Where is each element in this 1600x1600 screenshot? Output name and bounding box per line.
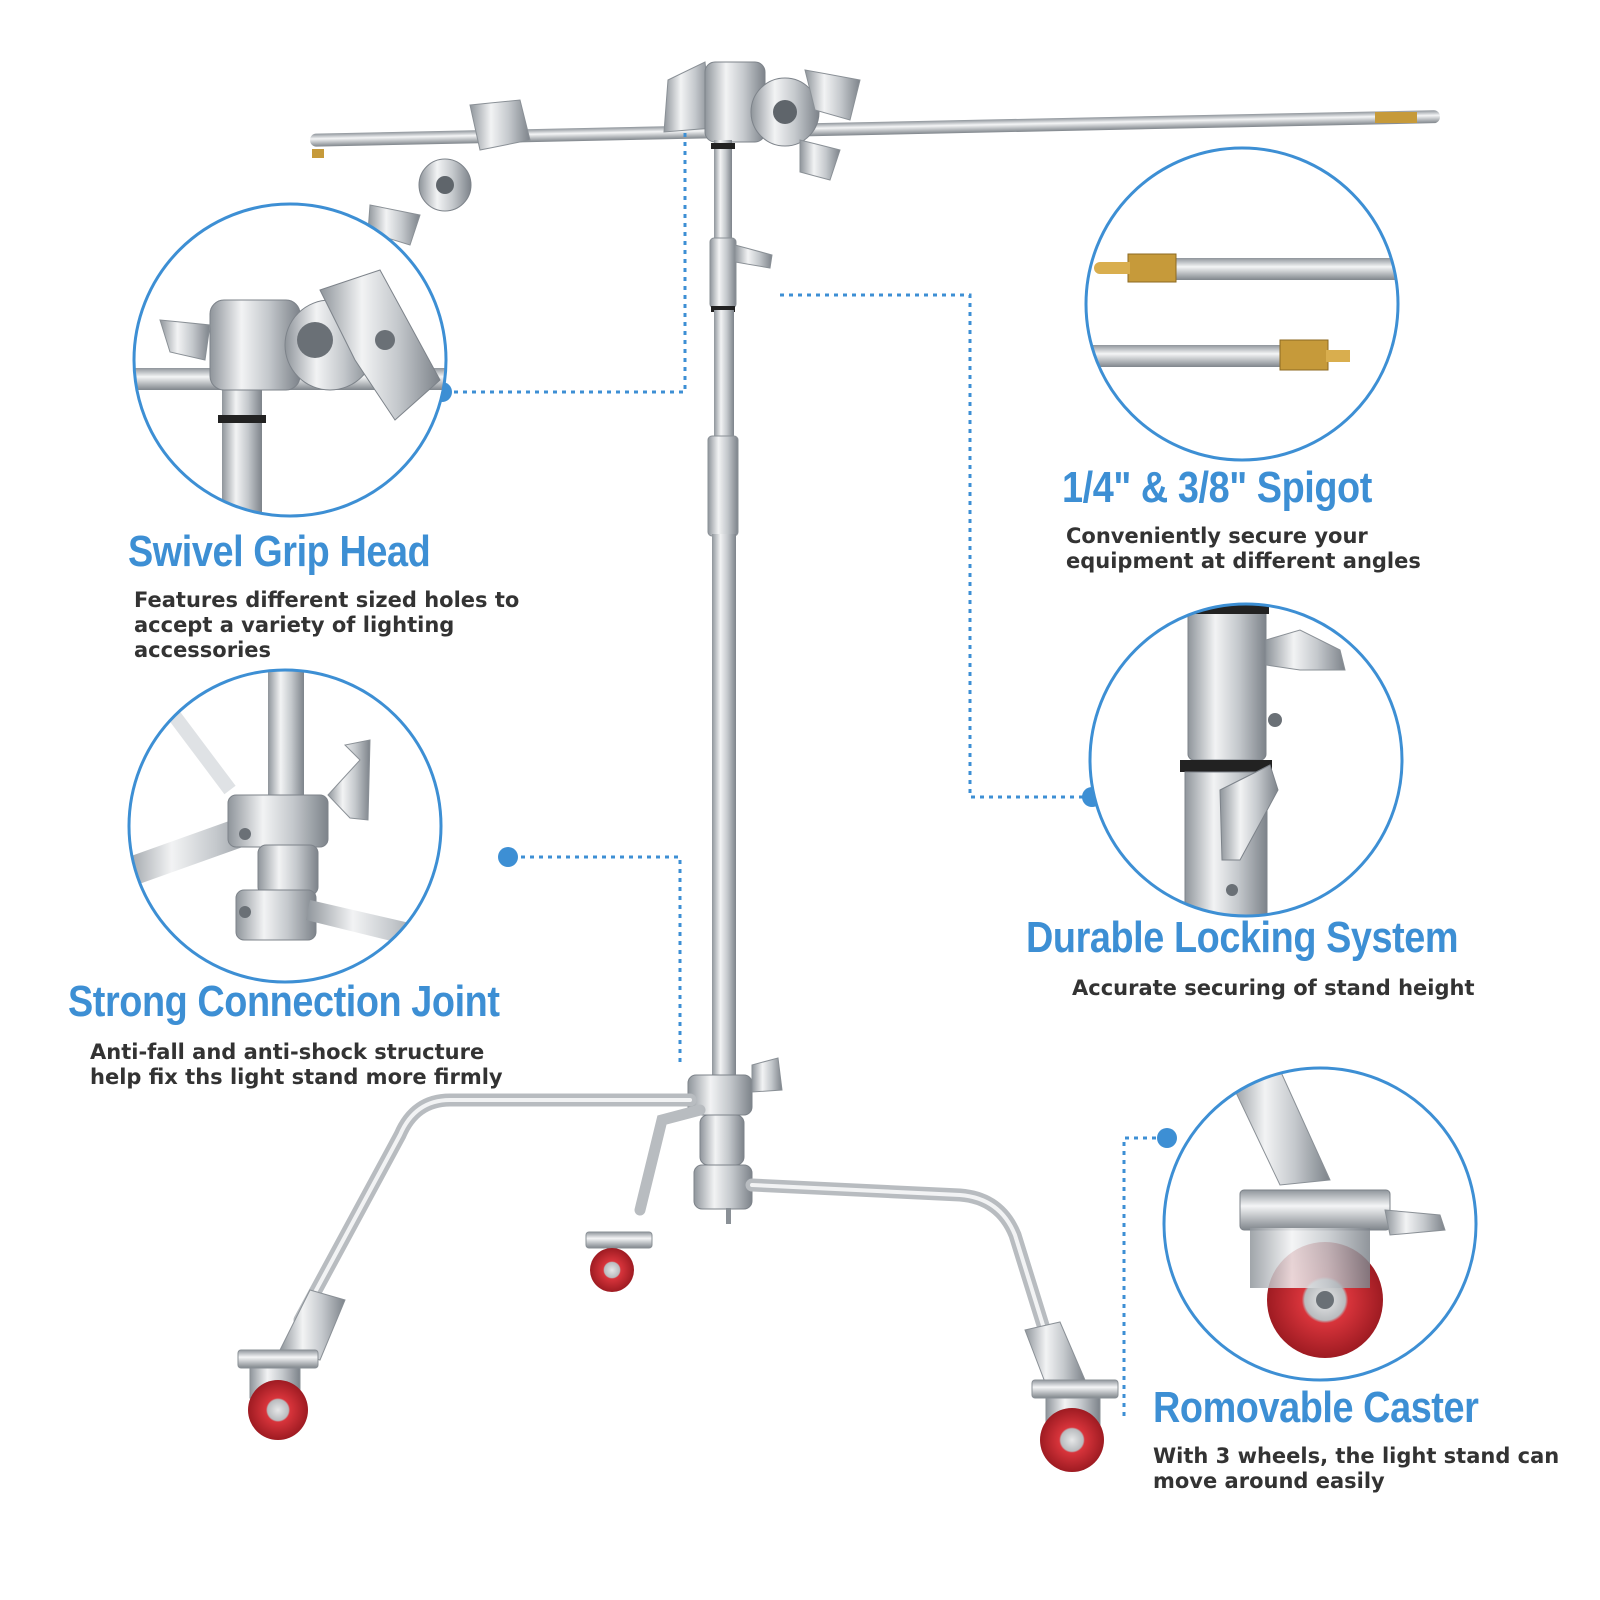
detail-circle-connection-joint <box>127 668 443 984</box>
column-bottom <box>712 534 736 1079</box>
caster-back <box>585 1231 653 1292</box>
detail-circle-spigot <box>1084 146 1400 462</box>
description-line: help fix ths light stand more firmly <box>90 1065 503 1089</box>
feature-strong-connection-joint: Strong Connection Joint Anti-fall and an… <box>68 980 570 1090</box>
feature-title: Durable Locking System <box>1026 913 1459 962</box>
description-line: accessories <box>134 638 272 662</box>
column-middle <box>714 310 734 440</box>
description-line: Anti-fall and anti-shock structure <box>90 1040 485 1064</box>
leg-back <box>634 1104 706 1216</box>
column-top <box>714 140 732 250</box>
grip-head-main <box>663 61 861 181</box>
feature-description: Conveniently secure your equipment at di… <box>1066 524 1422 574</box>
connector-caster <box>1122 1136 1165 1420</box>
description-line: equipment at different angles <box>1066 549 1421 573</box>
detail-circle-caster <box>1162 1066 1478 1382</box>
feature-spigot: 1/4" & 3/8" Spigot Conveniently secure y… <box>1062 466 1422 574</box>
connector-connection-joint <box>512 855 682 1065</box>
feature-title: Swivel Grip Head <box>128 527 431 576</box>
description-line: move around easily <box>1153 1469 1385 1493</box>
description-line: Accurate securing of stand height <box>1072 976 1475 1000</box>
caster-left <box>237 1349 319 1440</box>
boom-spigot-tip <box>1375 112 1417 123</box>
description-line: With 3 wheels, the light stand can <box>1153 1444 1560 1468</box>
feature-title: 1/4" & 3/8" Spigot <box>1062 463 1372 512</box>
callout-connectors <box>445 130 1165 1420</box>
description-line: Features different sized holes to <box>134 588 520 612</box>
connector-locking-system <box>780 293 1088 799</box>
connector-dot-caster <box>1157 1128 1177 1148</box>
base-joint <box>687 1057 783 1224</box>
feature-description: Accurate securing of stand height <box>1072 976 1528 1001</box>
detail-circle-swivel-grip-head <box>132 202 448 518</box>
detail-circle-locking-system <box>1088 602 1404 918</box>
leg-right <box>745 1178 1067 1387</box>
connector-swivel-grip-head <box>445 130 687 394</box>
feature-description: With 3 wheels, the light stand can move … <box>1153 1444 1559 1494</box>
c-stand <box>237 61 1440 1472</box>
description-line: accept a variety of lighting <box>134 613 455 637</box>
feature-description: Anti-fall and anti-shock structure help … <box>90 1040 570 1090</box>
caster-right <box>1031 1379 1119 1472</box>
feature-durable-locking-system: Durable Locking System Accurate securing… <box>1026 916 1528 1001</box>
feature-title: Romovable Caster <box>1153 1383 1479 1432</box>
description-line: Conveniently secure your <box>1066 524 1368 548</box>
feature-swivel-grip-head: Swivel Grip Head Features different size… <box>128 530 519 663</box>
boom-arm <box>310 110 1440 147</box>
feature-description: Features different sized holes to accept… <box>134 588 519 663</box>
feature-title: Strong Connection Joint <box>68 977 500 1026</box>
connector-dot-joint <box>498 847 518 867</box>
grip-head-left <box>367 99 531 246</box>
feature-removable-caster: Romovable Caster With 3 wheels, the ligh… <box>1153 1386 1559 1494</box>
